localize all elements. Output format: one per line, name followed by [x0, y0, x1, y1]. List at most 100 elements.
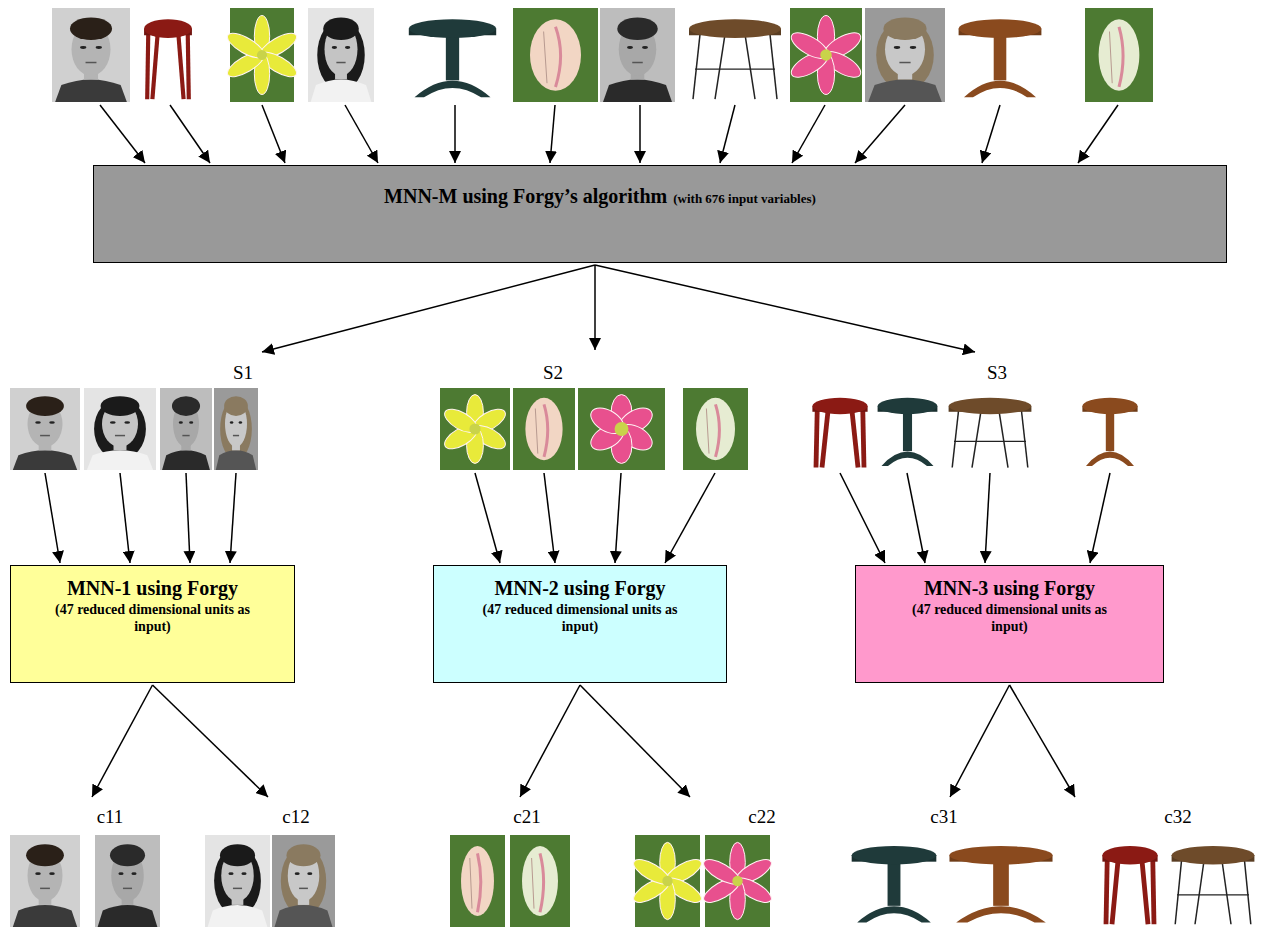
flow-arrow	[1010, 685, 1076, 797]
hair	[26, 844, 64, 866]
flow-arrow	[45, 473, 60, 563]
table-leg	[1195, 861, 1204, 924]
table-leg	[147, 34, 148, 99]
petal-edge	[532, 858, 534, 909]
table-brace	[954, 441, 1026, 442]
photo-background	[308, 8, 374, 102]
mouth	[899, 62, 910, 64]
petal-stripe	[478, 853, 481, 912]
shoulders	[603, 79, 672, 102]
table-leg	[715, 34, 725, 99]
mouth	[233, 888, 242, 890]
tulip-bud	[696, 398, 735, 460]
table-top	[689, 19, 781, 38]
eye	[332, 46, 337, 49]
hair	[172, 396, 200, 416]
flow-arrow	[615, 473, 621, 563]
photo-background	[230, 8, 294, 102]
eye	[894, 46, 900, 49]
eye	[110, 421, 116, 423]
shoulders	[216, 450, 256, 470]
table-feet	[857, 906, 931, 922]
flow-arrow	[907, 473, 925, 563]
mouth	[182, 435, 189, 437]
tulip-bud	[461, 846, 494, 916]
eye	[96, 46, 102, 49]
eye	[179, 421, 183, 423]
eye	[124, 421, 130, 423]
table-leg	[1142, 861, 1148, 924]
flow-arrow	[170, 105, 210, 163]
flower-photo	[683, 388, 748, 470]
network-note: (47 reduced dimensional units as input)	[473, 602, 688, 636]
shoulders	[275, 905, 333, 927]
flower-photo	[513, 388, 575, 470]
flower-photo	[578, 388, 665, 470]
table-photo	[959, 19, 1042, 97]
table-feet	[415, 81, 491, 97]
table-photo	[878, 398, 938, 466]
table-photo	[852, 846, 937, 922]
photo-background	[513, 8, 598, 102]
network-title: MNN-M using Forgy’s algorithm	[384, 184, 667, 208]
hair	[26, 396, 64, 416]
photo-background	[683, 388, 748, 470]
mouth	[299, 888, 308, 890]
eye	[49, 421, 55, 423]
table-leg	[999, 411, 1008, 468]
petal-stripe	[1119, 27, 1123, 87]
hair	[220, 844, 255, 866]
eye	[241, 872, 246, 875]
table-leg	[1153, 861, 1154, 924]
face-photo	[95, 835, 160, 927]
table-feet	[956, 906, 1046, 922]
eye	[239, 421, 243, 423]
hair	[110, 844, 145, 866]
hair	[617, 17, 658, 40]
table-leg	[816, 411, 817, 468]
eye	[35, 872, 41, 875]
table-leg	[852, 411, 858, 468]
photo-background	[95, 835, 160, 927]
table-feet	[882, 452, 934, 466]
flow-arrow	[475, 473, 500, 563]
cluster-label: c21	[513, 806, 540, 828]
petal-stripe	[556, 27, 561, 87]
flower-centre	[820, 49, 832, 61]
table-top	[409, 19, 496, 38]
flow-arrow	[950, 685, 1010, 797]
flow-arrow	[345, 105, 378, 163]
flower-centre	[469, 423, 480, 434]
mouth	[40, 435, 50, 437]
table-photo	[689, 19, 781, 99]
flow-arrow	[840, 473, 885, 563]
network-title: MNN-3 using Forgy	[856, 576, 1163, 600]
petal-edge	[1109, 32, 1112, 84]
hair	[323, 17, 359, 40]
table-brace	[1177, 894, 1249, 895]
network-note: (with 676 input variables)	[673, 191, 816, 207]
face-photo	[10, 388, 80, 470]
table-photo	[949, 846, 1052, 922]
network-title: MNN-1 using Forgy	[11, 576, 294, 600]
shoulders	[162, 450, 210, 470]
photo-background	[1085, 8, 1153, 102]
petal-stripe	[716, 404, 720, 456]
shoulders	[55, 79, 127, 102]
petal	[586, 403, 628, 439]
table-top	[812, 398, 867, 414]
petal-stripe	[540, 853, 544, 912]
shoulders	[98, 905, 158, 927]
petal-stripe	[544, 404, 548, 456]
face-photo	[214, 388, 258, 470]
table-photo	[1172, 846, 1255, 924]
face-photo	[308, 8, 374, 102]
table-photo	[409, 19, 496, 97]
subset-label: S3	[987, 362, 1007, 384]
photo-background	[635, 835, 700, 927]
table-top	[1102, 846, 1157, 864]
photo-background	[440, 388, 510, 470]
table-leg	[1245, 861, 1251, 924]
cluster-label: c22	[748, 806, 775, 828]
